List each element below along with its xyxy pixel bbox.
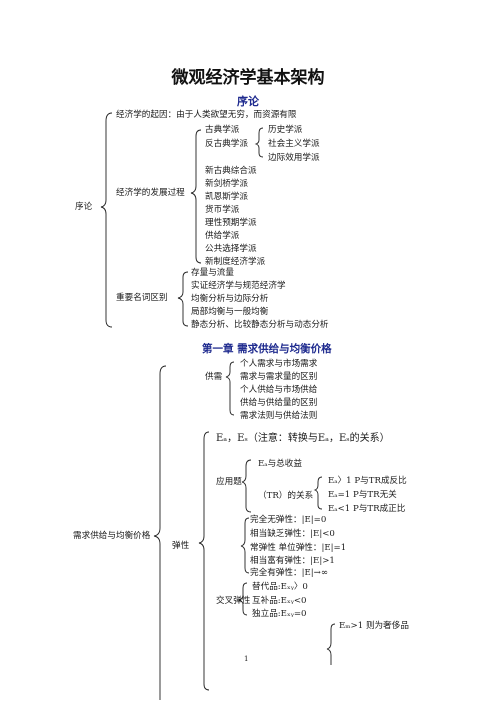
term-item: 局部均衡与一般均衡 [191, 307, 269, 317]
terms-brace [177, 271, 189, 327]
chapter1-root-label: 需求供给与均衡价格 [73, 531, 151, 541]
supply-demand-item: 需求法则与供给法则 [240, 411, 318, 421]
school-item: 货币学派 [205, 205, 240, 215]
price-elasticity-brace [240, 517, 250, 574]
document-title: 微观经济学基本架构 [171, 68, 325, 88]
school-item: 凯恩斯学派 [205, 192, 248, 202]
supply-demand-label: 供需 [205, 372, 223, 382]
intro-heading: 序论 [237, 95, 259, 108]
anti-classical-brace [254, 127, 264, 158]
development-brace [190, 129, 202, 264]
supply-demand-item: 供给与供给量的区别 [240, 398, 318, 408]
elasticity-label: 弹性 [172, 541, 190, 551]
application-label: 应用题 [216, 477, 242, 487]
tr-item: Eₐ<1 P与TR成正比 [328, 504, 406, 514]
intro-root-brace [100, 112, 113, 328]
school-item: 新剑桥学派 [205, 179, 248, 189]
chapter1-heading: 第一章 需求供给与均衡价格 [202, 343, 332, 355]
chapter1-root-brace [153, 365, 167, 700]
tr-item: Eₐ〉1 P与TR成反比 [328, 476, 407, 486]
application-brace [241, 459, 252, 513]
income-elasticity-item: Eₘ>1 则为奢侈品 [339, 621, 409, 631]
anti-classical-school: 反古典学派 [205, 139, 248, 149]
terms-label: 重要名词区别 [116, 293, 168, 303]
school-item: 新制度经济学派 [205, 257, 266, 267]
price-elasticity-item: 完全无弹性：|E|=0 [250, 515, 327, 525]
school-item: 公共选择学派 [205, 244, 257, 254]
term-item: 存量与流量 [191, 268, 234, 278]
supply-demand-item: 需求与需求量的区别 [240, 372, 318, 382]
cross-elasticity-item: 替代品:Eₓᵧ〉0 [252, 582, 308, 592]
school-item: 理性预期学派 [205, 218, 257, 228]
supply-demand-brace [225, 361, 235, 416]
development-label: 经济学的发展过程 [116, 188, 185, 198]
price-elasticity-item: 相当富有弹性：|E|>1 [250, 556, 335, 566]
tr-relation: （TR）的关系 [258, 491, 314, 501]
cross-elasticity-item: 互补品:Eₓᵧ<0 [252, 596, 307, 606]
ed-revenue: Eₐ与总收益 [258, 459, 302, 469]
page-number: 1 [244, 655, 249, 663]
tr-item: Eₐ=1 P与TR无关 [328, 490, 397, 500]
tr-items-brace [313, 476, 323, 510]
price-elasticity-item: 相当缺乏弹性：|E|<0 [250, 529, 335, 539]
anti-subschool: 历史学派 [268, 125, 303, 135]
cross-elasticity-item: 独立品:Eₓᵧ=0 [252, 609, 307, 619]
price-elasticity-item: 常弹性 单位弹性：|E|=1 [250, 543, 347, 553]
term-item: 实证经济学与规范经济学 [191, 281, 286, 291]
cross-elasticity-label: 交叉弹性 [216, 596, 251, 606]
term-item: 均衡分析与边际分析 [191, 294, 269, 304]
economics-origin: 经济学的起因：由于人类欲望无穷，而资源有限 [116, 110, 297, 120]
supply-demand-item: 个人需求与市场需求 [240, 359, 318, 369]
term-item: 静态分析、比较静态分析与动态分析 [191, 320, 329, 330]
school-item: 供给学派 [205, 231, 240, 241]
price-elasticity-item: 完全有弹性：|E|→∞ [250, 568, 328, 578]
cross-elasticity-brace [238, 582, 248, 616]
intro-root-label: 序论 [75, 202, 93, 212]
elasticity-brace [198, 431, 210, 691]
anti-subschool: 社会主义学派 [268, 139, 320, 149]
income-brace [326, 623, 336, 665]
supply-demand-item: 个人供给与市场供给 [240, 385, 318, 395]
classical-school: 古典学派 [205, 125, 240, 135]
ed-es-note: Eₐ，Eₛ（注意：转换与Eₐ，Eₛ的关系） [216, 433, 390, 444]
anti-subschool: 边际效用学派 [268, 153, 320, 163]
school-item: 新古典综合派 [205, 166, 257, 176]
